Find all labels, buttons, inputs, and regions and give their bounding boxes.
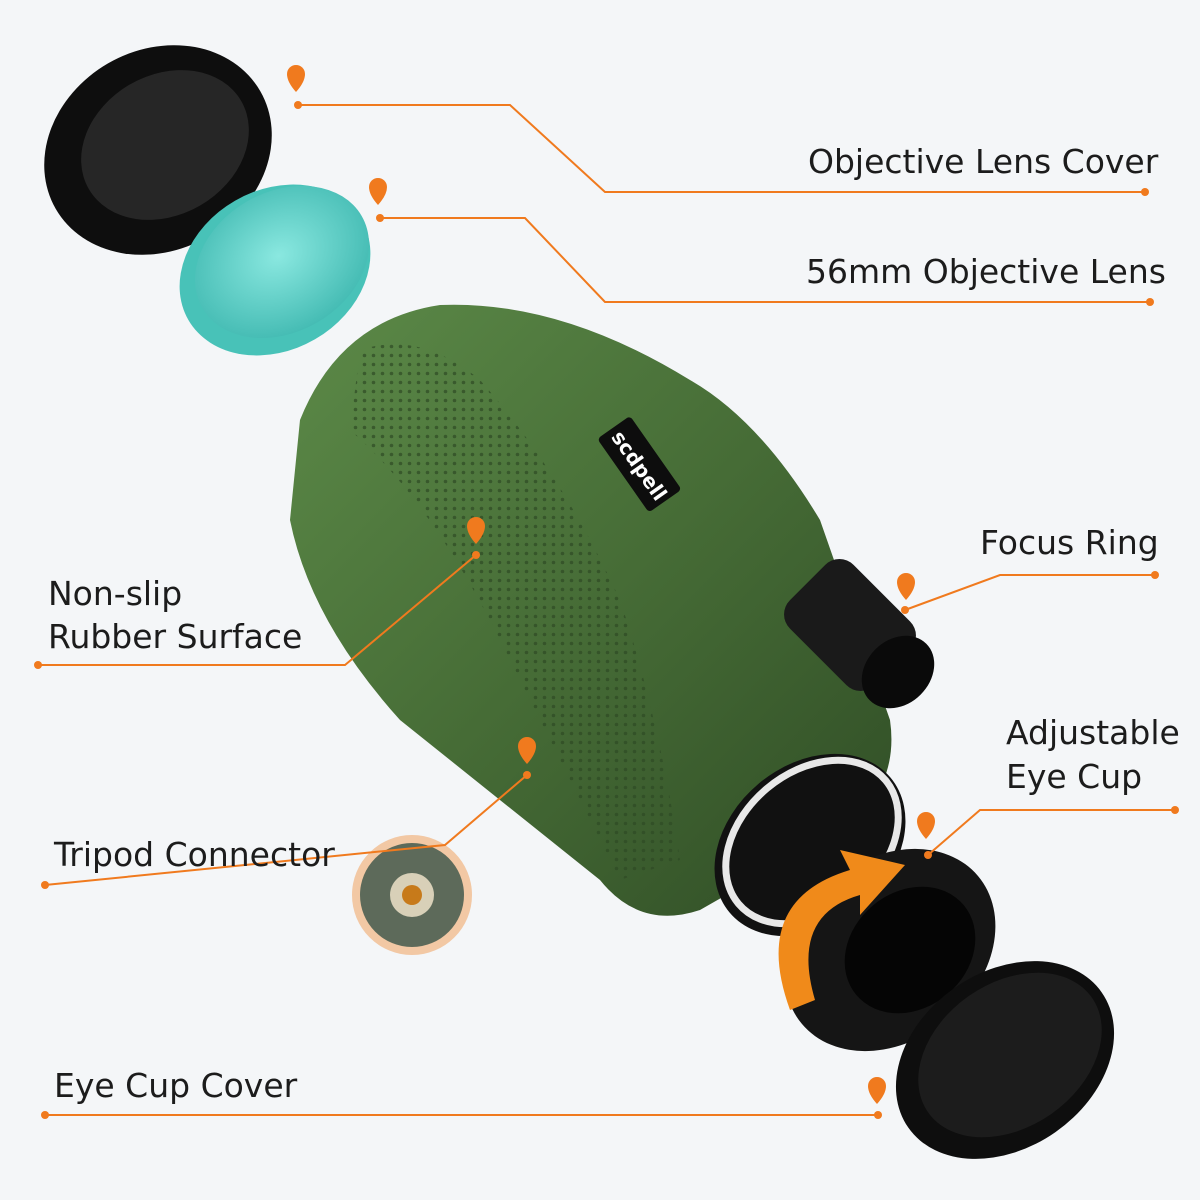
tripod-connector xyxy=(352,835,472,955)
label-rubber-surface-line1: Non-slip xyxy=(48,574,183,613)
leader-lines xyxy=(38,104,1175,1116)
label-eye-cup-cover: Eye Cup Cover xyxy=(54,1066,298,1105)
label-objective-lens: 56mm Objective Lens xyxy=(806,252,1166,291)
rotate-arrow-icon xyxy=(778,850,905,1010)
label-adjustable-eye-cup-line2: Eye Cup xyxy=(1006,757,1143,796)
label-adjustable-eye-cup-line1: Adjustable xyxy=(1006,713,1180,752)
objective-lens xyxy=(179,184,371,356)
focus-ring xyxy=(784,559,935,709)
eye-cup-cover xyxy=(895,961,1115,1159)
brand-logo xyxy=(598,417,681,511)
callout-pins xyxy=(34,65,1179,1119)
label-tripod-connector: Tripod Connector xyxy=(54,835,335,874)
label-rubber-surface-line2: Rubber Surface xyxy=(48,617,303,656)
monocular-body: scdpell xyxy=(290,304,892,916)
objective-lens-cover xyxy=(44,45,272,255)
label-focus-ring: Focus Ring xyxy=(980,523,1159,562)
label-objective-lens-cover: Objective Lens Cover xyxy=(808,142,1159,181)
